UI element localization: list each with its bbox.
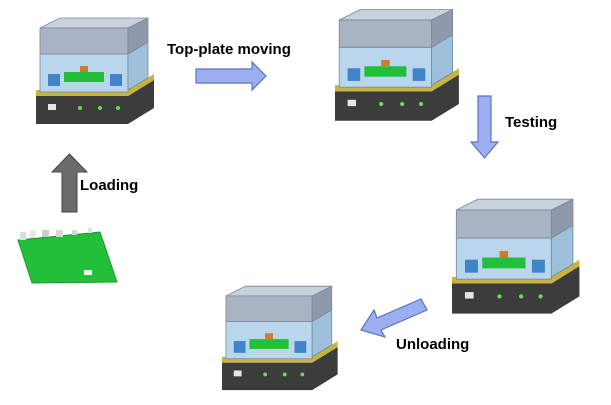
label-unloading: Unloading [396,336,469,353]
fixture-loaded-icon [35,17,155,125]
fixture-top-plate-moving-icon [334,8,460,122]
arrow-loading [50,153,89,213]
fixture-unloading-icon [221,285,339,391]
fixture-testing-icon [451,198,580,315]
label-loading: Loading [80,177,138,194]
arrow-testing [469,95,500,159]
pcb-board-icon [17,228,118,284]
arrow-top-plate-moving [195,60,267,92]
arrow-unloading [360,298,428,338]
label-top-plate-moving: Top-plate moving [167,41,291,58]
label-testing: Testing [505,114,557,131]
